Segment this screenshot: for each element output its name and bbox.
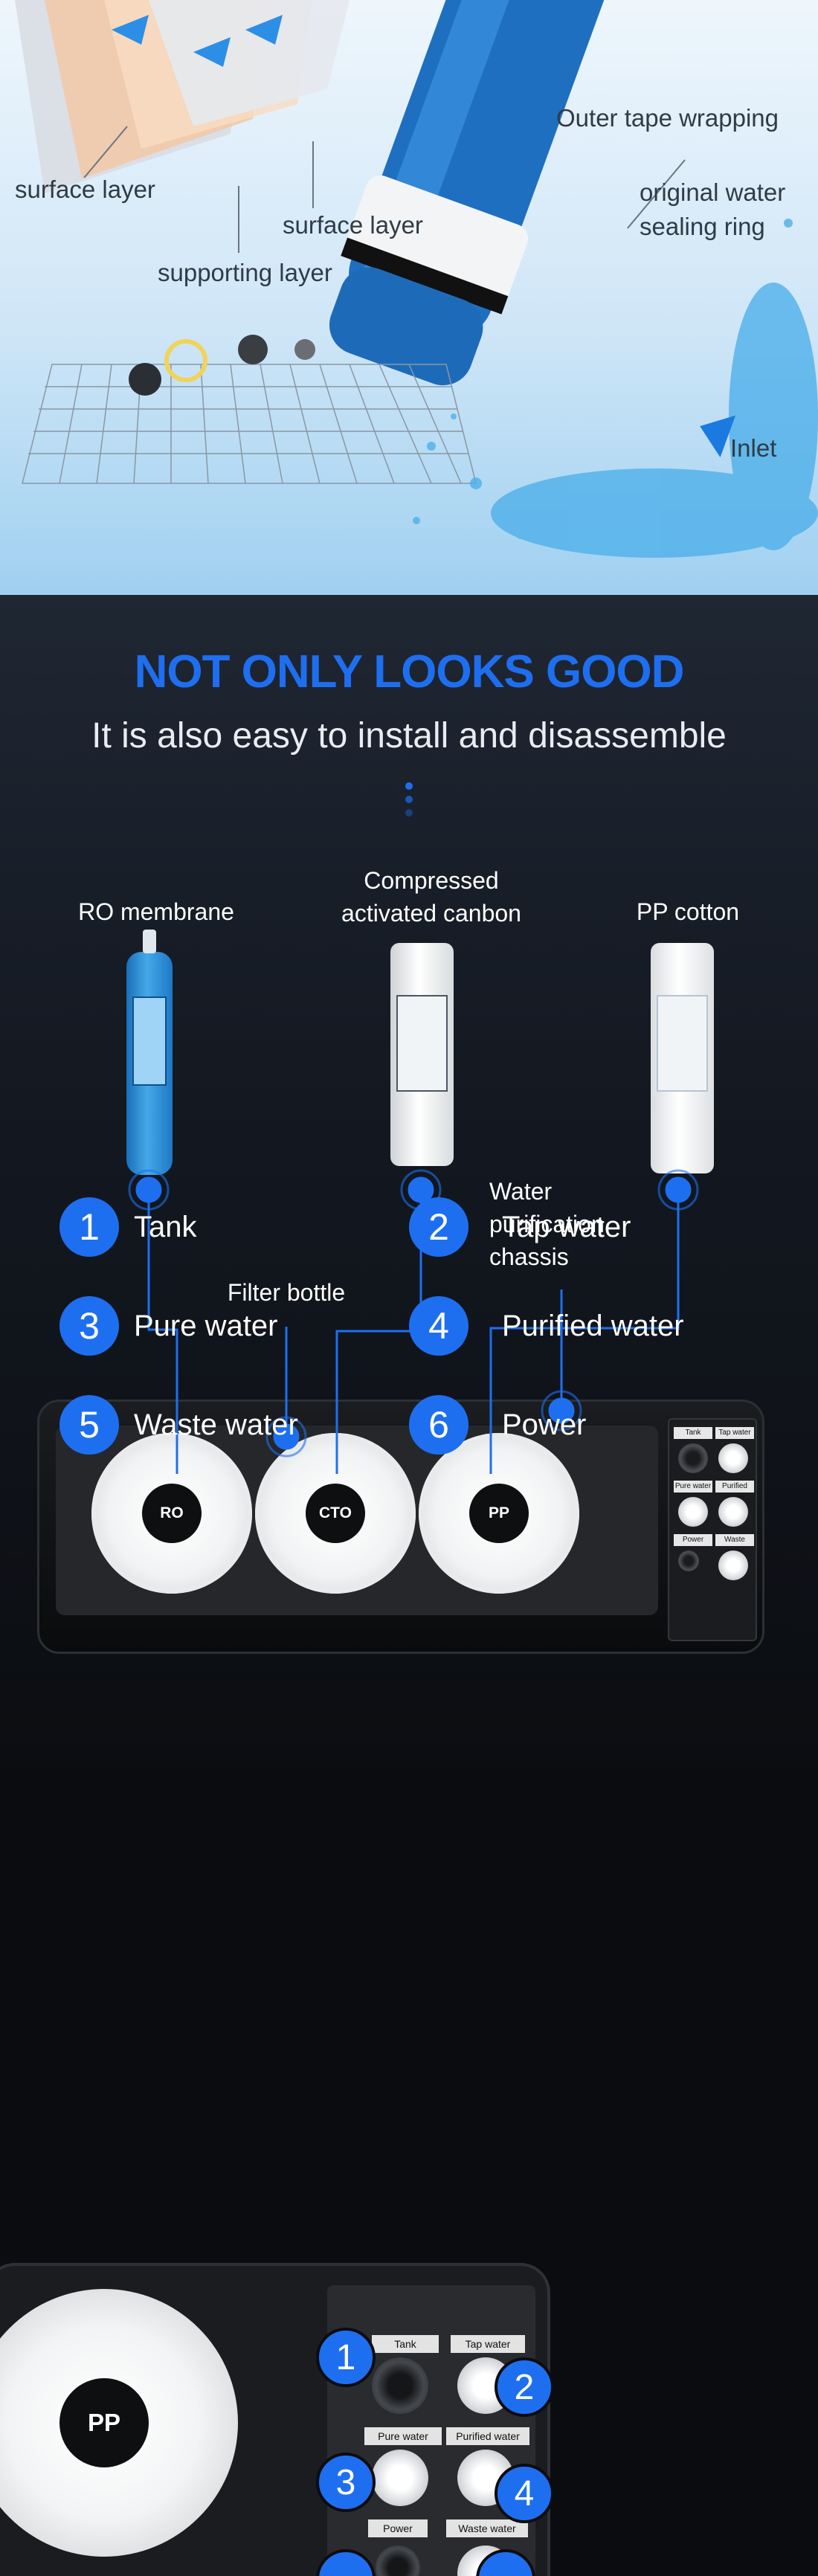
cto-cap-label: CTO [306,1484,365,1543]
zoom-label-power: Power [368,2519,428,2537]
legend-num-5: 5 [59,1395,119,1455]
legend-label-tap-water: Tap water [502,1210,631,1243]
port-label-tank: Tank [674,1427,712,1439]
legend-item-waste-water: 5 Waste water [59,1395,298,1455]
caption-cto: Compressed activated canbon [341,867,521,927]
label-surface-layer-right: surface layer [283,211,423,239]
power-port [678,1551,699,1571]
legend-item-power: 6 Power [409,1395,586,1455]
connector-lines [128,1169,699,1474]
legend-item-tap-water: 2 Tap water [409,1197,631,1257]
legend-num-4: 4 [409,1296,468,1356]
legend-label-waste-water: Waste water [134,1408,298,1441]
pp-filter-image [651,943,714,1173]
headline: NOT ONLY LOOKS GOOD [134,646,685,698]
label-inlet: Inlet [730,434,777,462]
label-outer-tape: Outer tape wrapping [556,104,779,132]
ro-cap-label: RO [142,1484,202,1543]
membrane-illustration [15,0,818,558]
install-section: NOT ONLY LOOKS GOOD It is also easy to i… [0,595,818,1768]
scroll-dots [402,782,416,820]
legend-label-power: Power [502,1408,587,1441]
pp-cap-label: PP [469,1484,529,1543]
zoom-pure-port [372,2450,428,2506]
label-supporting-layer: supporting layer [158,259,332,286]
legend-label-purified-water: Purified water [502,1309,684,1342]
caption-ro-membrane: RO membrane [78,898,234,925]
node-pp [665,1176,692,1203]
port-label-power: Power [674,1534,712,1546]
ports-panel: Tank Tap water Pure water Purified water… [668,1418,757,1641]
membrane-structure-section: surface layer surface layer supporting l… [0,0,818,595]
zoom-power-port [376,2546,420,2576]
zoom-pp-cap: PP [0,2289,238,2557]
zoom-num-2: 2 [495,2357,554,2417]
leader-surface-right [312,141,314,208]
zoom-label-tank: Tank [372,2335,439,2353]
zoom-num-4: 4 [495,2464,554,2523]
purification-chassis: RO CTO PP Tank Tap water Pure water Puri… [37,1400,764,1654]
ro-label-tag [132,996,167,1086]
zoom-label-tap: Tap water [451,2335,525,2353]
leader-supporting [238,186,239,253]
caption-filter-bottle: Filter bottle [227,1279,346,1306]
node-cto [408,1176,434,1203]
pure-water-port [678,1497,708,1527]
zoom-pp-cap-label: PP [59,2378,149,2467]
zoom-label-waste: Waste water [446,2519,528,2537]
zoom-num-3: 3 [316,2453,376,2512]
port-label-tap: Tap water [715,1427,754,1439]
zoom-ports-section: PP Tank Tap water Pure water Purified wa… [0,1768,818,2576]
ro-membrane-image [126,930,173,1175]
cto-filter-image [390,943,454,1166]
cto-filter-cap: CTO [255,1433,416,1594]
zoom-label-pure: Pure water [364,2427,442,2445]
purified-water-port [718,1497,748,1527]
caption-chassis: Water purification chassis [489,1178,605,1270]
waste-water-port [718,1551,748,1580]
node-ro [135,1176,162,1203]
tank-port [678,1443,708,1473]
legend-item-pure-water: 3 Pure water [59,1296,277,1356]
zoom-label-purified: Purified water [446,2427,529,2445]
legend-label-tank: Tank [134,1210,197,1243]
tap-water-port [718,1443,748,1473]
pp-filter-cap: PP [419,1433,579,1594]
subhead: It is also easy to install and disassemb… [91,716,727,756]
pp-label-tag [657,995,708,1092]
grid-floor [22,364,477,484]
legend-label-pure-water: Pure water [134,1309,278,1342]
legend-item-purified-water: 4 Purified water [409,1296,684,1356]
legend-num-2: 2 [409,1197,468,1257]
node-chassis [548,1397,575,1424]
label-surface-layer-left: surface layer [15,176,155,203]
zoom-num-1: 1 [316,2328,376,2387]
ro-filter-cap: RO [91,1433,252,1594]
port-label-pure: Pure water [674,1481,712,1493]
caption-pp-cotton: PP cotton [636,898,740,925]
legend-num-1: 1 [59,1197,119,1257]
node-bottle [273,1423,300,1450]
legend-num-6: 6 [409,1395,468,1455]
legend-num-3: 3 [59,1296,119,1356]
legend-item-tank: 1 Tank [59,1197,197,1257]
zoom-tank-port [372,2357,428,2414]
label-sealing-ring: original water sealing ring [640,178,786,240]
cto-label-tag [396,995,448,1092]
